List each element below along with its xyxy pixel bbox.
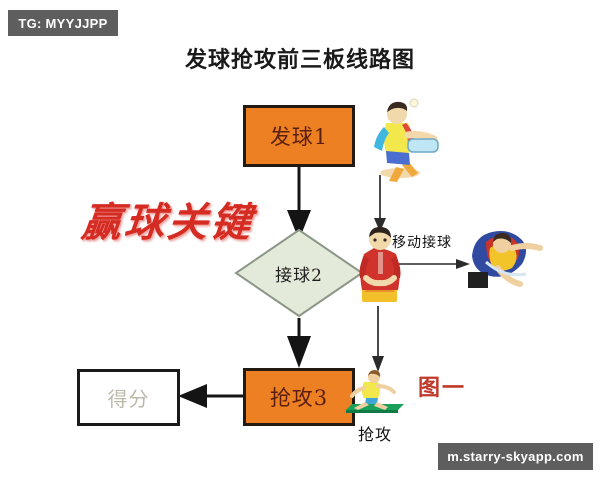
- watermark-tag: TG: MYYJJPP: [8, 10, 118, 36]
- calligraphy-text: 赢球关键: [79, 199, 257, 246]
- table-tennis-player-receiving-icon: [359, 227, 401, 302]
- flow-node-receive-label: 接球2: [275, 265, 323, 286]
- table-tennis-player-attacking-icon: [346, 370, 404, 413]
- edge-receive-to-attack: [287, 318, 311, 368]
- table-tennis-player-serving-icon: [374, 98, 439, 182]
- flow-node-serve[interactable]: 发球1: [243, 105, 355, 167]
- edge-attack-to-score: [178, 384, 243, 408]
- flow-node-attack[interactable]: 抢攻3: [243, 368, 355, 426]
- flow-node-receive[interactable]: 接球2: [234, 228, 364, 318]
- flow-node-score-label: 得分: [107, 387, 150, 411]
- table-tennis-player-reaching-icon: [468, 231, 543, 288]
- watermark-site: m.starry-skyapp.com: [438, 443, 593, 470]
- flow-node-serve-label: 发球1: [269, 125, 329, 149]
- label-attack-caption: 抢攻: [358, 425, 393, 444]
- label-figure-number: 图一: [418, 375, 467, 401]
- flow-node-attack-label: 抢攻3: [269, 386, 329, 410]
- flow-node-score[interactable]: 得分: [77, 369, 180, 426]
- edge-receiver-to-attacker: [372, 306, 384, 372]
- page-title: 发球抢攻前三板线路图: [184, 47, 415, 73]
- label-move-to-receive: 移动接球: [392, 235, 452, 251]
- diamond-shape: [234, 228, 364, 318]
